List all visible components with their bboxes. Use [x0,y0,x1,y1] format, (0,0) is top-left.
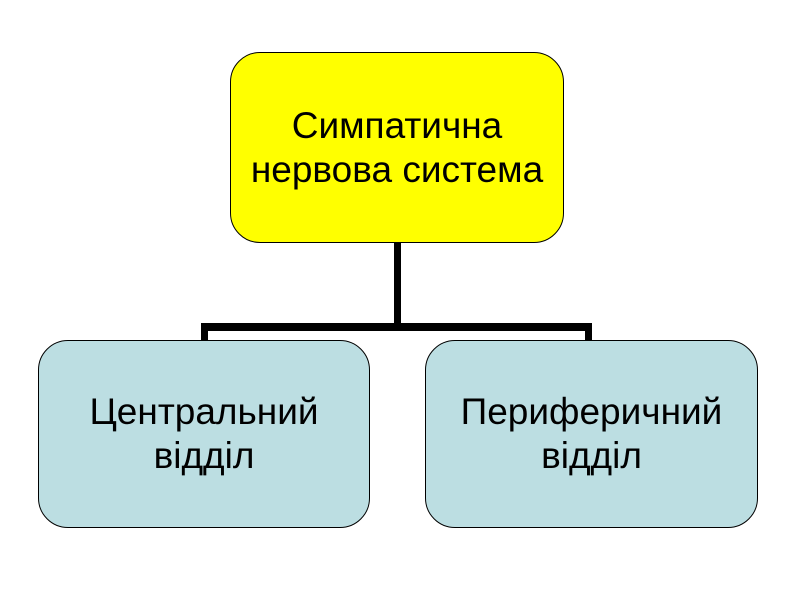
connector-drop-right-line [585,331,592,341]
node-label-line: відділ [541,435,642,476]
node-label-line: Симпатична [291,104,503,146]
node-label-line: Центральний [89,391,319,432]
connector-crossbar-line [201,323,592,331]
diagram-node-central-division: Центральний відділ [38,340,370,528]
connector-trunk-line [394,242,401,331]
diagram-node-sympathetic-nervous-system: Симпатична нервова система [230,52,564,243]
connector-drop-left-line [201,331,208,341]
node-label-line: нервова система [250,148,544,190]
node-label-line: Периферичний [460,391,723,432]
node-label-line: відділ [153,435,255,476]
diagram-node-peripheral-division: Периферичний відділ [425,340,758,528]
